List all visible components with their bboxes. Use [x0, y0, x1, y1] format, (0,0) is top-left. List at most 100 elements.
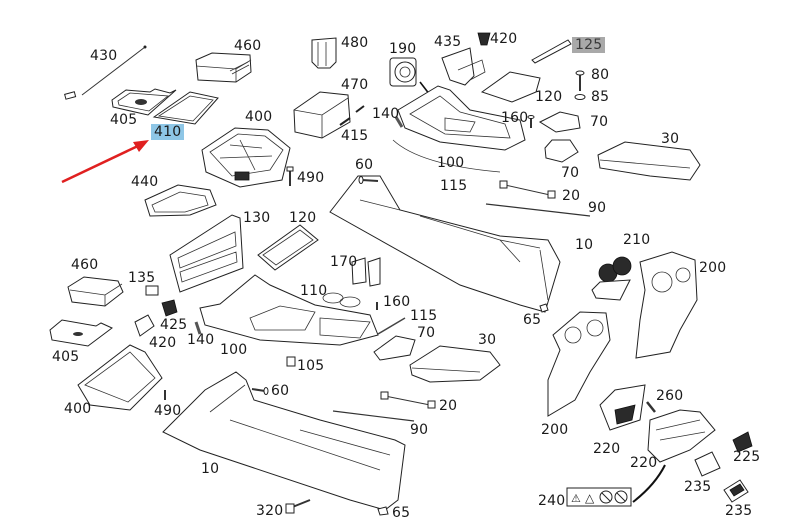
part-10-console-lower[interactable] — [162, 371, 406, 511]
callout-470[interactable]: 470 — [341, 77, 369, 93]
part-460-tray[interactable] — [67, 276, 124, 307]
part-220-box-b[interactable] — [647, 409, 716, 463]
part-320-bolt[interactable] — [285, 499, 311, 514]
callout-210[interactable]: 210 — [623, 232, 651, 248]
part-70-bracket-b[interactable] — [544, 139, 579, 163]
part-20-rod[interactable] — [499, 180, 556, 199]
part-85-washer[interactable] — [574, 94, 586, 100]
callout-130[interactable]: 130 — [243, 210, 271, 226]
callout-115-b[interactable]: 115 — [410, 308, 438, 324]
part-60-screw[interactable] — [358, 176, 379, 184]
callout-70-c[interactable]: 70 — [417, 325, 436, 341]
part-100-trim-lower[interactable] — [199, 274, 379, 346]
part-405-mat-lower[interactable] — [49, 319, 113, 347]
callout-415[interactable]: 415 — [341, 128, 369, 144]
callout-90-b[interactable]: 90 — [410, 422, 429, 438]
part-460-module[interactable] — [195, 52, 252, 83]
callout-405[interactable]: 405 — [110, 112, 138, 128]
callout-120-b[interactable]: 120 — [289, 210, 317, 226]
callout-60[interactable]: 60 — [355, 157, 374, 173]
part-10-console[interactable] — [329, 175, 561, 313]
part-30-armrest[interactable] — [597, 141, 701, 181]
part-170-module[interactable] — [351, 257, 381, 287]
callout-400[interactable]: 400 — [245, 109, 273, 125]
part-200-panel-lower[interactable] — [547, 311, 611, 417]
part-415-springs[interactable] — [339, 105, 365, 126]
callout-400-b[interactable]: 400 — [64, 401, 92, 417]
part-115-cable-lower[interactable] — [377, 317, 406, 335]
part-210-vents[interactable] — [591, 256, 632, 301]
part-240-warning-label[interactable]: ⚠ △ — [566, 487, 632, 507]
callout-320[interactable]: 320 — [256, 503, 284, 519]
callout-85[interactable]: 85 — [591, 89, 610, 105]
callout-430[interactable]: 430 — [90, 48, 118, 64]
part-105-clip[interactable] — [286, 356, 296, 367]
part-235-switch-b[interactable] — [723, 479, 749, 503]
callout-190[interactable]: 190 — [389, 41, 417, 57]
callout-125[interactable]: 125 — [572, 37, 606, 53]
part-110-insert[interactable] — [322, 292, 361, 308]
callout-30[interactable]: 30 — [661, 131, 680, 147]
callout-425[interactable]: 425 — [160, 317, 188, 333]
callout-65-b[interactable]: 65 — [392, 505, 411, 521]
callout-435[interactable]: 435 — [434, 34, 462, 50]
callout-70-b[interactable]: 70 — [561, 165, 580, 181]
callout-120[interactable]: 120 — [535, 89, 563, 105]
part-420-switch[interactable] — [134, 314, 155, 337]
callout-160[interactable]: 160 — [501, 110, 529, 126]
callout-10[interactable]: 10 — [575, 237, 594, 253]
part-480-bracket[interactable] — [311, 37, 337, 69]
part-410-frame[interactable] — [152, 91, 219, 125]
part-130-bezel[interactable] — [169, 214, 244, 293]
part-65-nut[interactable] — [539, 303, 549, 313]
part-65-nut-lower[interactable] — [377, 506, 389, 516]
callout-490[interactable]: 490 — [297, 170, 325, 186]
part-405-mat[interactable] — [111, 88, 177, 116]
callout-420[interactable]: 420 — [490, 31, 518, 47]
part-20-rod-lower[interactable] — [380, 391, 436, 409]
part-400-module-lower[interactable] — [77, 344, 163, 411]
part-80-bolt[interactable] — [575, 70, 585, 91]
callout-135[interactable]: 135 — [128, 270, 156, 286]
part-125-strip[interactable] — [531, 39, 572, 64]
part-135-switch[interactable] — [145, 285, 159, 296]
callout-235[interactable]: 235 — [684, 479, 712, 495]
part-225-switch[interactable] — [732, 431, 753, 453]
part-420-clip[interactable] — [477, 32, 491, 46]
callout-460-b[interactable]: 460 — [71, 257, 99, 273]
callout-65[interactable]: 65 — [523, 312, 542, 328]
part-440-frame[interactable] — [144, 184, 217, 217]
part-60-screw-lower[interactable] — [251, 387, 269, 395]
callout-100[interactable]: 100 — [437, 155, 465, 171]
callout-420-b[interactable]: 420 — [149, 335, 177, 351]
part-220-box-a[interactable] — [599, 384, 646, 431]
callout-460[interactable]: 460 — [234, 38, 262, 54]
part-115-cable[interactable] — [392, 139, 501, 173]
callout-440[interactable]: 440 — [131, 174, 159, 190]
part-400-module[interactable] — [201, 127, 291, 188]
callout-260[interactable]: 260 — [656, 388, 684, 404]
callout-490-b[interactable]: 490 — [154, 403, 182, 419]
part-260-screw[interactable] — [646, 401, 656, 413]
callout-410-selected[interactable]: 410 — [151, 124, 185, 140]
callout-105[interactable]: 105 — [297, 358, 325, 374]
callout-20[interactable]: 20 — [562, 188, 581, 204]
callout-60-b[interactable]: 60 — [271, 383, 290, 399]
part-100-trim[interactable] — [397, 85, 526, 151]
callout-140[interactable]: 140 — [372, 106, 400, 122]
part-430-cable[interactable] — [64, 45, 147, 100]
callout-200-b[interactable]: 200 — [541, 422, 569, 438]
part-140-pin[interactable] — [394, 116, 404, 128]
part-140-pin-lower[interactable] — [194, 321, 202, 335]
callout-200[interactable]: 200 — [699, 260, 727, 276]
callout-235-b[interactable]: 235 — [725, 503, 753, 519]
callout-110[interactable]: 110 — [300, 283, 328, 299]
part-160-screw[interactable] — [527, 115, 535, 129]
part-90-cable-lower[interactable] — [332, 410, 415, 422]
callout-170[interactable]: 170 — [330, 254, 358, 270]
part-435-cover[interactable] — [441, 47, 486, 86]
callout-70-a[interactable]: 70 — [590, 114, 609, 130]
part-120-lid[interactable] — [480, 71, 541, 103]
callout-115[interactable]: 115 — [440, 178, 468, 194]
callout-225[interactable]: 225 — [733, 449, 761, 465]
